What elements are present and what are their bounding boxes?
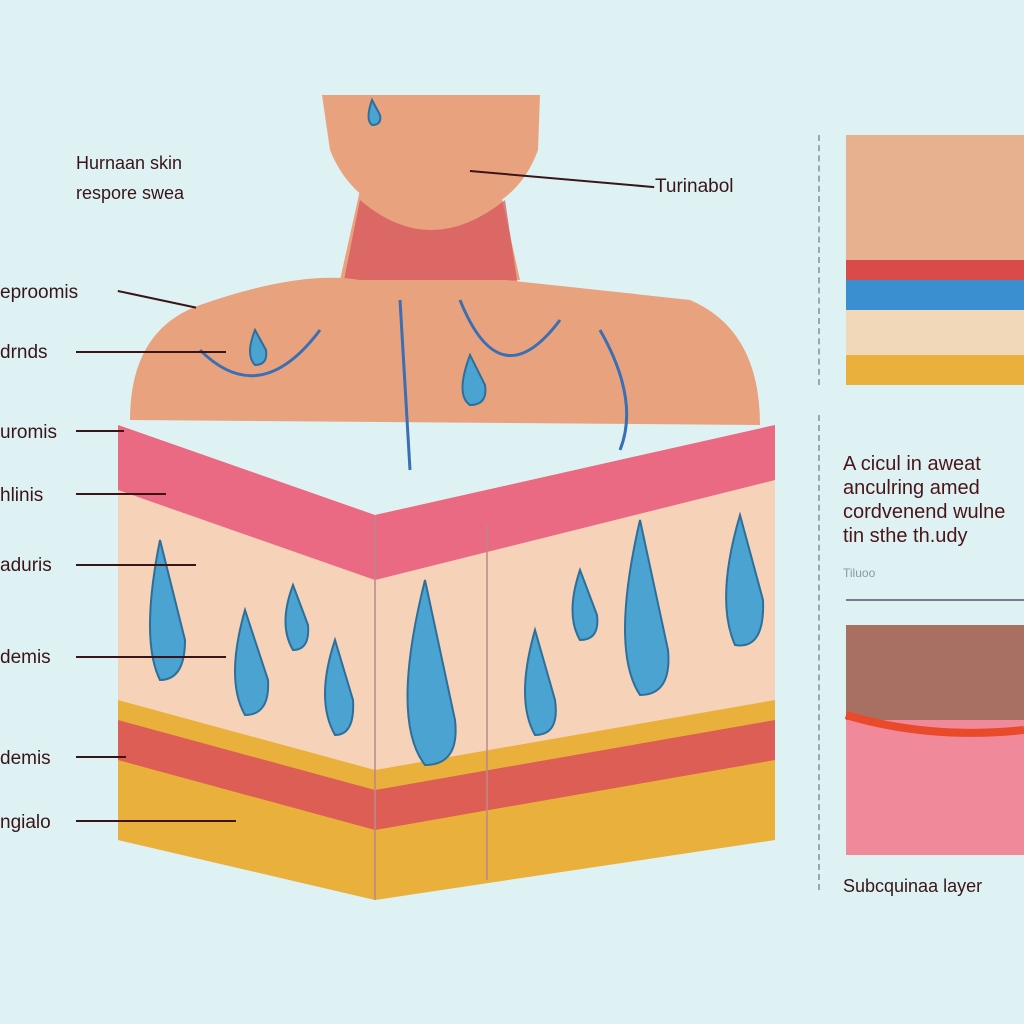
title-line: respore swea [76, 183, 185, 203]
diagram-title: Hurnaan skin respore swea [76, 148, 184, 208]
zoom-panel-vessel [844, 711, 1024, 737]
leader-line [76, 756, 126, 758]
zoom-panel-fat-layer [846, 355, 1024, 385]
description-line: A cicul in awеat [843, 453, 981, 475]
label-layer: ngialo [0, 812, 51, 833]
label-layer: eproomis [0, 282, 79, 303]
label-right: Turinabol [655, 176, 734, 197]
leader-line [76, 493, 166, 495]
label-layer: drnds [0, 342, 48, 363]
sweat-drops [149, 97, 765, 767]
zoom-panel-blue-layer [846, 280, 1024, 310]
bottom-panel-label: Subcquinaa layer [843, 876, 983, 896]
leader-line [76, 430, 124, 432]
leader-line [76, 351, 226, 353]
leader-line [76, 820, 236, 822]
description-caption: Tiluoo [843, 566, 876, 580]
torso [130, 277, 760, 425]
title-line: Hurnaan skin [76, 153, 183, 173]
description-line: cordvenend wulne [843, 501, 1006, 523]
label-layer: uromis [0, 422, 58, 443]
label-layer: demis [0, 647, 51, 668]
divider [818, 415, 820, 890]
description-line: tin sthe th.udy [843, 525, 968, 547]
label-layer: aduris [0, 555, 52, 576]
zoom-panel-bottom-upper [846, 625, 1024, 720]
leader-line [76, 564, 196, 566]
neck-vessels [340, 200, 520, 300]
description-line: anculring amed [843, 477, 980, 499]
zoom-panel-red-layer [846, 260, 1024, 280]
label-layer: demis [0, 748, 51, 769]
veins [198, 299, 629, 471]
label-layer: hlinis [0, 485, 44, 506]
vessel-layer [118, 720, 775, 830]
leader-line [76, 656, 226, 658]
epidermis-layer [118, 425, 775, 580]
divider [818, 135, 820, 385]
zoom-panel-dermis-layer [846, 310, 1024, 355]
